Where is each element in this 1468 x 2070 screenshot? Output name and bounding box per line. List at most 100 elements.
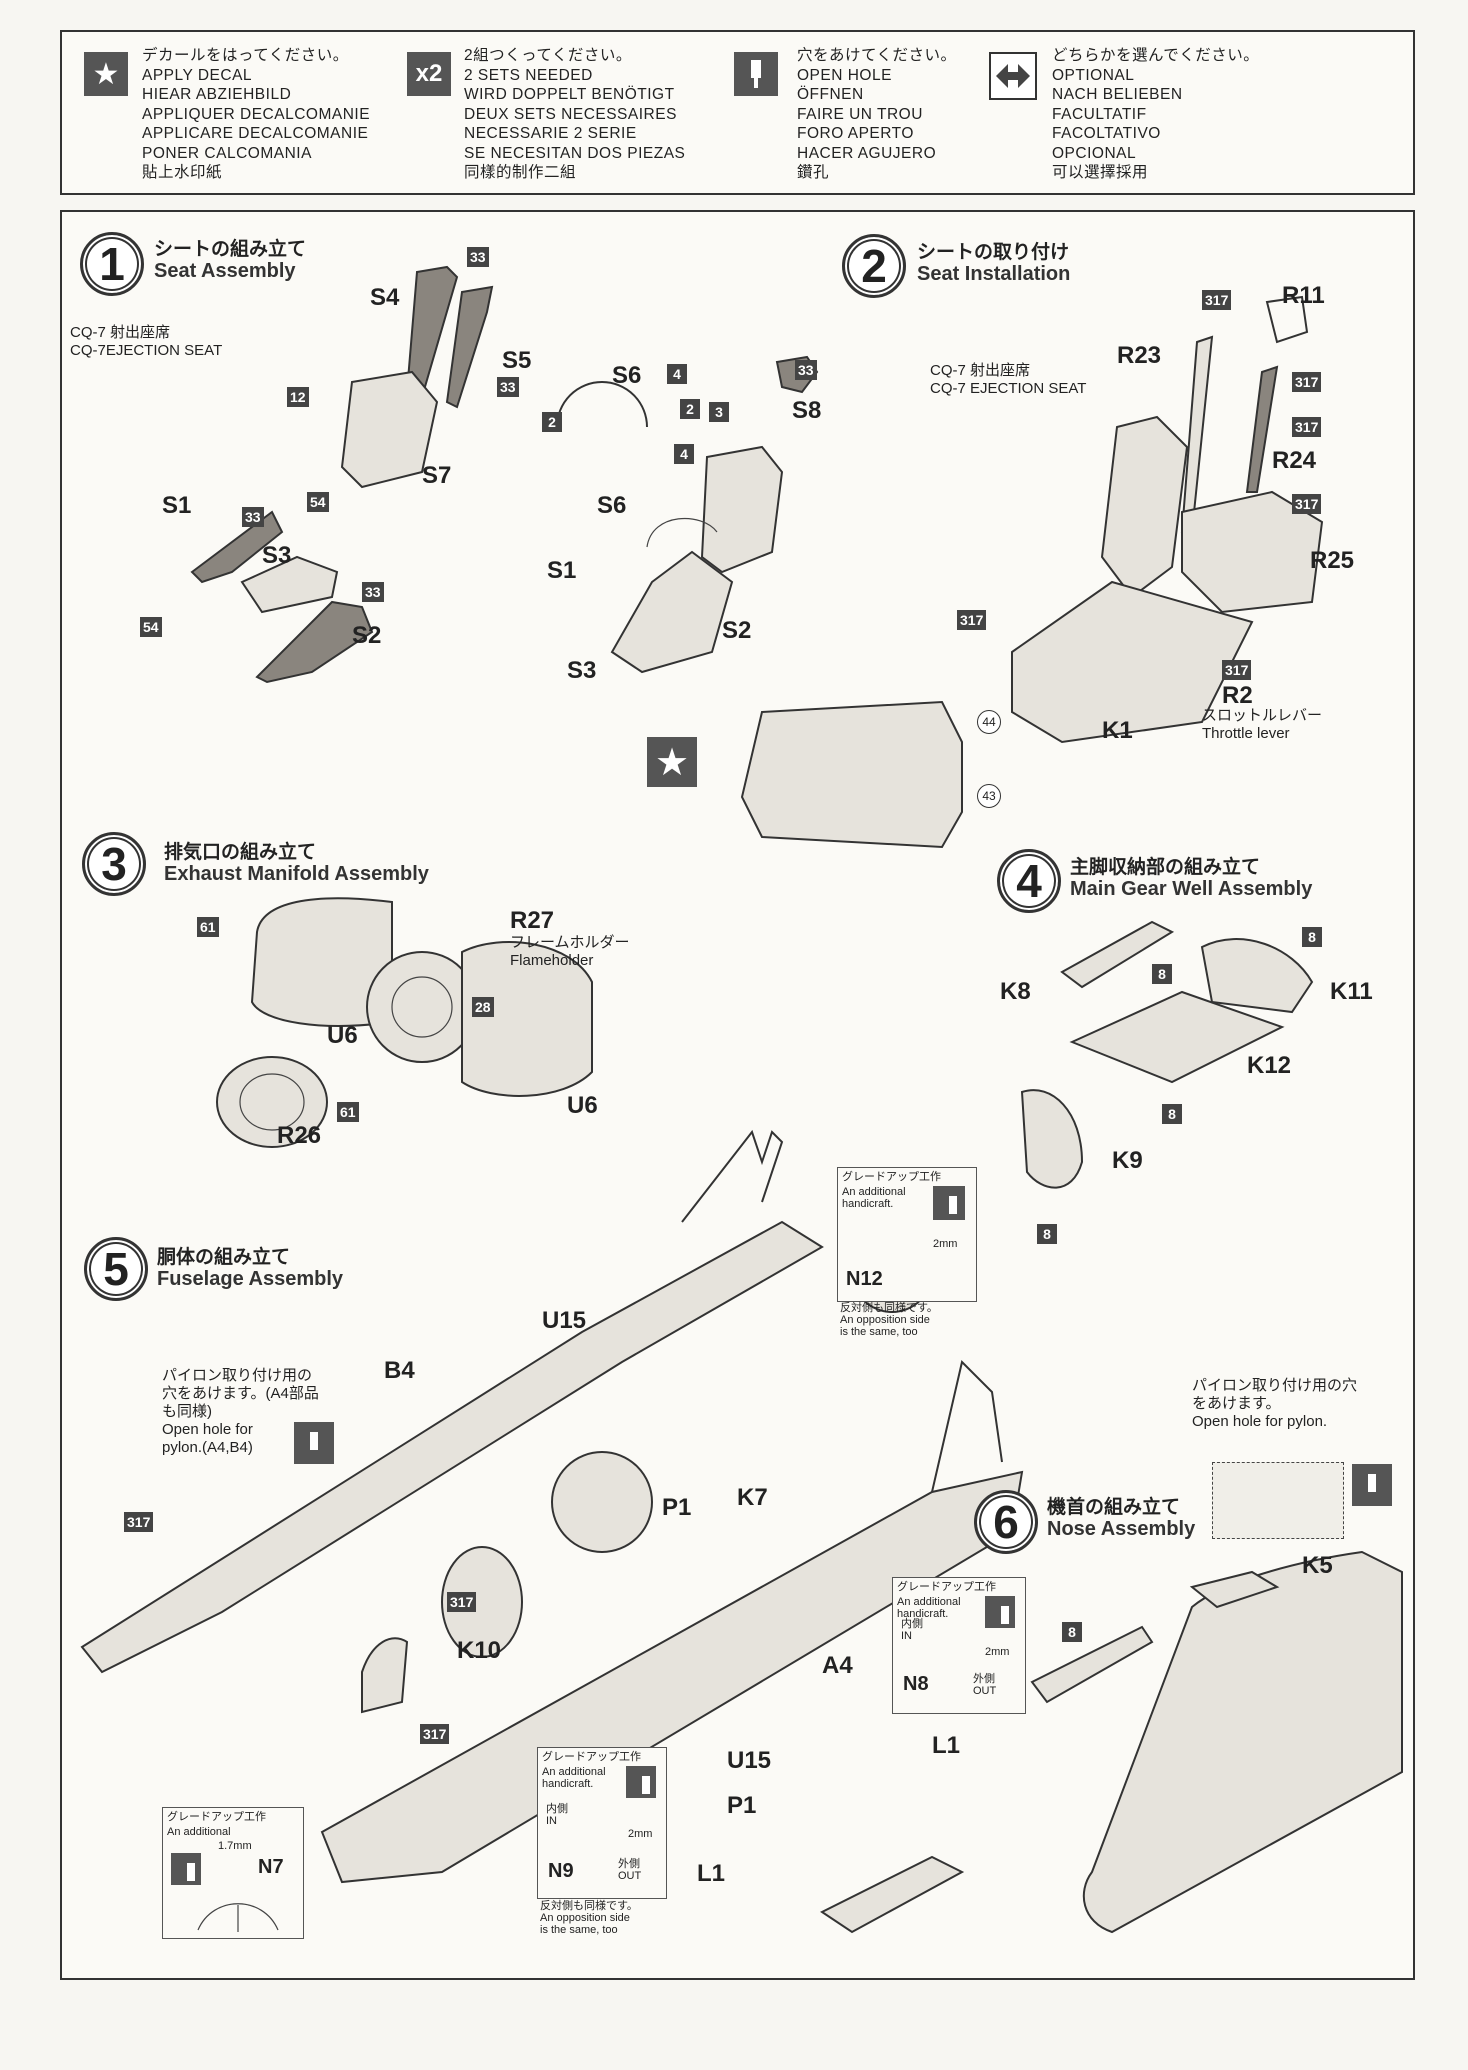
note-line: 穴をあけます。(A4部品 (162, 1385, 319, 1402)
step-number: 6 (974, 1490, 1038, 1554)
part-label: K5 (1302, 1552, 1333, 1579)
part-label: K9 (1112, 1147, 1143, 1174)
seat-note: CQ-7 射出座席 CQ-7 EJECTION SEAT (930, 362, 1086, 398)
step-title-en: Main Gear Well Assembly (1070, 878, 1313, 900)
legend-line: 2組つくってください。 (464, 47, 632, 64)
color-badge: 33 (242, 507, 264, 527)
color-badge: 317 (420, 1724, 450, 1744)
part-label: L1 (697, 1860, 726, 1887)
color-badge: 4 (674, 444, 694, 464)
step1-drawing (190, 265, 819, 684)
part-label: S7 (422, 462, 452, 489)
note-line: Open hole for (162, 1421, 253, 1438)
part-label: N7 (258, 1856, 284, 1878)
flameholder-note: フレームホルダー Flameholder (510, 934, 630, 970)
part-label: S2 (722, 617, 752, 644)
part-label: U6 (567, 1092, 598, 1119)
optional-arrows-icon (989, 52, 1037, 100)
legend-line: 同樣的制作二組 (464, 164, 577, 181)
part-label: S2 (352, 622, 382, 649)
color-badge: 317 (447, 1592, 477, 1612)
part-label: S8 (792, 397, 822, 424)
decal-number: 44 (977, 710, 1001, 734)
note-line: パイロン取り付け用の (162, 1367, 313, 1384)
assembly-drawings (80, 265, 1403, 1934)
step-title-en: Nose Assembly (1047, 1518, 1196, 1540)
drill-icon (626, 1766, 656, 1798)
legend-line: NECESSARIE 2 SERIE (464, 125, 637, 142)
upgrade-title: グレードアップ工作 (842, 1171, 941, 1183)
instructions-panel: 1 シートの組み立て Seat Assembly CQ-7 射出座席 CQ-7E… (60, 210, 1415, 1980)
color-badge: 28 (472, 997, 494, 1017)
decal-star-icon: ★ (647, 737, 697, 787)
step-number: 5 (84, 1237, 148, 1301)
legend-hole: 穴をあけてください。 OPEN HOLE ÖFFNEN FAIRE UN TRO… (797, 46, 957, 183)
step4-drawing (1020, 920, 1314, 1189)
note-line: CQ-7EJECTION SEAT (70, 342, 223, 359)
color-badge: 317 (1202, 290, 1232, 310)
part-label: P1 (662, 1494, 692, 1521)
step-number: 2 (842, 234, 906, 298)
part-label: S4 (370, 284, 400, 311)
legend-line: NACH BELIEBEN (1052, 86, 1183, 103)
color-badge: 2 (680, 399, 700, 419)
note-line: Flameholder (510, 952, 594, 969)
note-line: スロットルレバー (1202, 707, 1323, 724)
step-title-jp: 主脚収納部の組み立て (1070, 857, 1261, 878)
color-badge: 33 (795, 360, 817, 380)
decal-number: 43 (977, 784, 1001, 808)
legend-decal: デカールをはってください。 APPLY DECAL HIEAR ABZIEHBI… (142, 46, 370, 183)
part-label: R25 (1310, 547, 1355, 574)
step-title-en: Seat Assembly (154, 260, 296, 282)
part-label: U15 (727, 1747, 772, 1774)
part-label: S3 (262, 542, 292, 569)
part-label: K8 (1000, 978, 1031, 1005)
legend-sets: 2組つくってください。 2 SETS NEEDED WIRD DOPPELT B… (464, 46, 685, 183)
n7-sketch (197, 1903, 279, 1932)
part-label: K7 (737, 1484, 768, 1511)
note-line: CQ-7 射出座席 (930, 362, 1031, 379)
legend-line: 穴をあけてください。 (797, 47, 957, 64)
part-label: R26 (277, 1122, 322, 1149)
legend-line: FACULTATIF (1052, 105, 1147, 123)
legend-line: OPCIONAL (1052, 144, 1137, 162)
pylon-note: パイロン取り付け用の 穴をあけます。(A4部品 も同様) Open hole f… (162, 1367, 319, 1457)
color-badge: 3 (709, 402, 729, 422)
color-badge: 54 (307, 492, 329, 512)
part-label: R23 (1117, 342, 1162, 369)
note-line: pylon.(A4,B4) (162, 1439, 253, 1456)
part-label: K12 (1247, 1052, 1292, 1079)
step2-drawing (740, 295, 1324, 849)
lever-note: スロットルレバー Throttle lever (1202, 707, 1322, 743)
part-label: R11 (1282, 282, 1325, 309)
legend-line: 可以選擇採用 (1052, 164, 1149, 181)
step-number: 3 (82, 832, 146, 896)
legend-line: 貼上水印紙 (142, 164, 223, 181)
color-badge: 33 (362, 582, 384, 602)
upgrade-title: グレードアップ工作 (167, 1811, 266, 1823)
drill-icon (734, 52, 778, 96)
color-badge: 12 (287, 387, 309, 407)
color-badge: 317 (957, 610, 987, 630)
legend-line: HIEAR ABZIEHBILD (142, 86, 292, 103)
part-label: U6 (327, 1022, 358, 1049)
legend-panel: ★ デカールをはってください。 APPLY DECAL HIEAR ABZIEH… (60, 30, 1415, 195)
note-line: CQ-7 EJECTION SEAT (930, 380, 1087, 397)
dimension-label: 2mm (933, 1238, 958, 1250)
legend-line: WIRD DOPPELT BENÖTIGT (464, 86, 675, 103)
color-badge: 61 (197, 917, 219, 937)
drill-icon (1352, 1464, 1392, 1506)
part-label: N8 (903, 1673, 929, 1695)
step-number: 4 (997, 849, 1061, 913)
part-label: S1 (162, 492, 192, 519)
legend-line: 2 SETS NEEDED (464, 66, 593, 84)
part-label: S5 (502, 347, 532, 374)
step-title-en: Exhaust Manifold Assembly (164, 863, 429, 885)
step-title-jp: 排気口の組み立て (164, 842, 317, 863)
